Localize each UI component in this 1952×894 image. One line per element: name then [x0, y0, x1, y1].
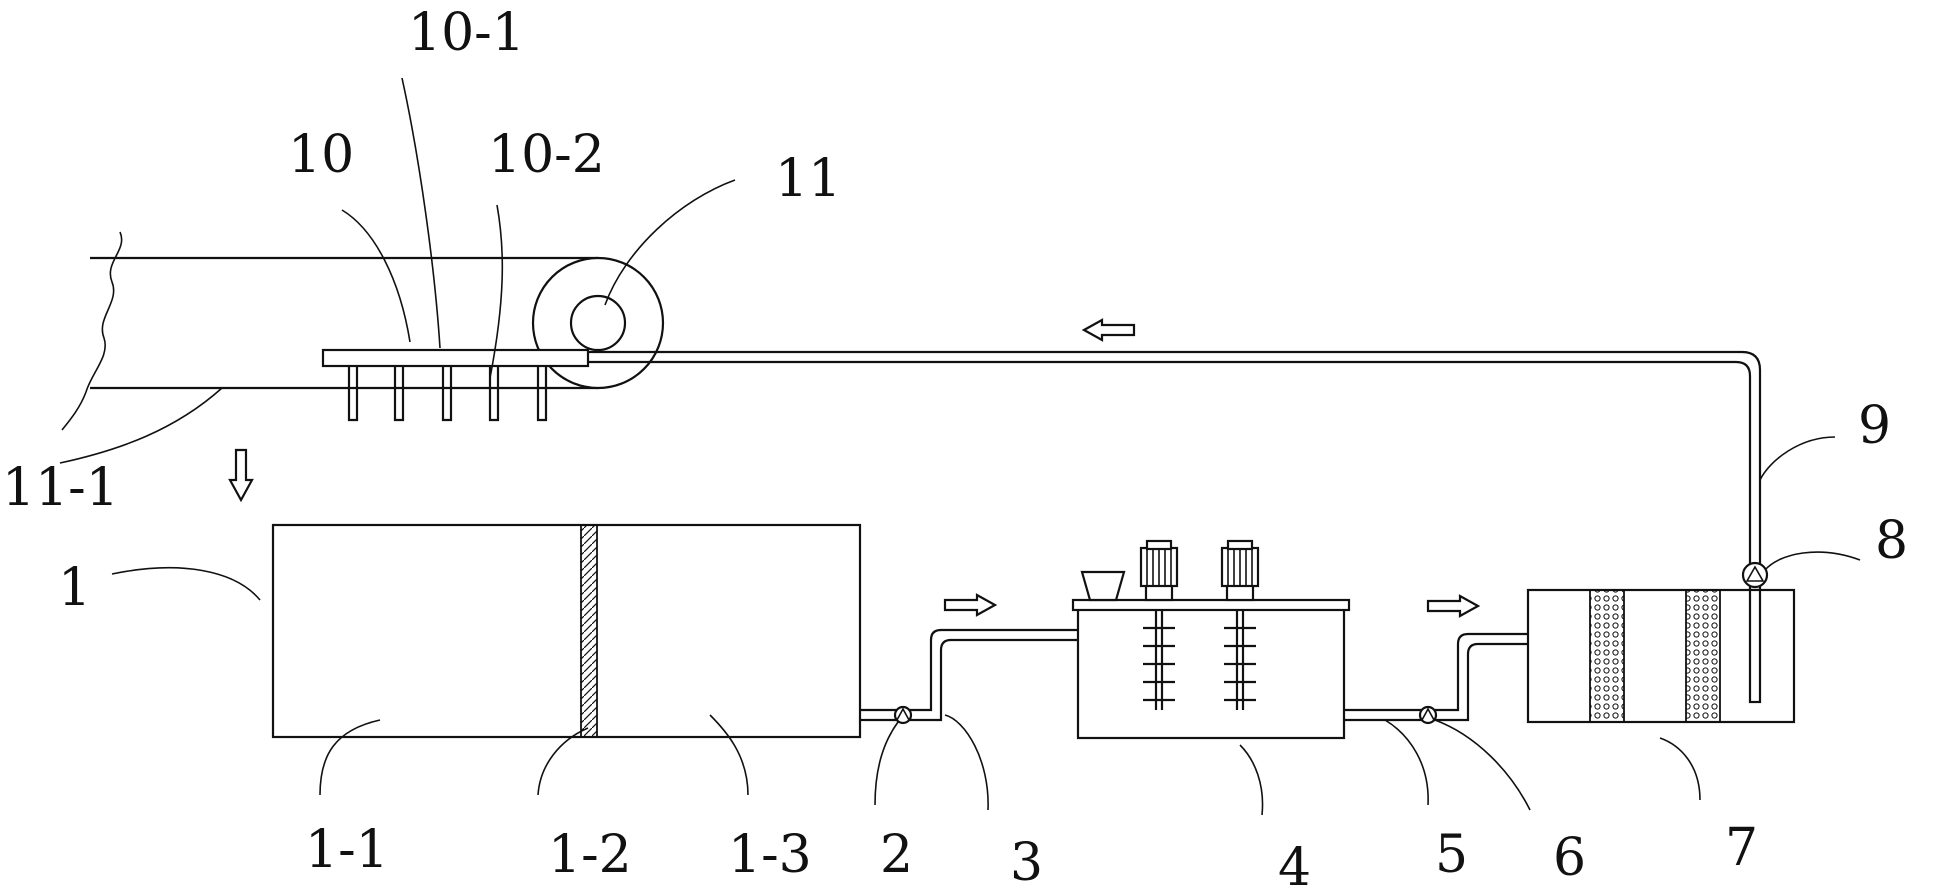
reaction-tank-body [1076, 606, 1346, 740]
label-2: 2 [880, 825, 913, 885]
leader-11-1 [59, 387, 223, 464]
leader-2 [874, 721, 899, 806]
flow-arrow-right-2 [1426, 594, 1481, 618]
return-pipe [588, 350, 1762, 702]
leader-7 [1659, 737, 1701, 801]
label-1-3: 1-3 [728, 825, 812, 885]
nozzle [536, 366, 548, 422]
tank-1-body [271, 523, 862, 739]
agitator-motor-1 [1139, 539, 1179, 602]
agitator-motor-2 [1220, 539, 1260, 602]
leader-1 [111, 566, 261, 601]
leader-1-2 [537, 727, 589, 796]
agitator-shaft-1 [1143, 610, 1175, 710]
filter-tank [1526, 588, 1796, 724]
label-11-1: 11-1 [2, 458, 119, 518]
spray-header [321, 348, 590, 422]
label-6: 6 [1553, 828, 1586, 888]
label-10-2: 10-2 [488, 125, 605, 185]
label-9: 9 [1858, 396, 1891, 456]
label-1-1: 1-1 [305, 820, 389, 880]
leader-5 [1384, 719, 1429, 806]
leader-4 [1239, 744, 1264, 816]
reaction-tank-lid [1071, 598, 1351, 612]
label-5: 5 [1435, 825, 1468, 885]
leader-3 [944, 714, 989, 811]
label-4: 4 [1278, 838, 1311, 894]
suction-pipe-end [1748, 588, 1762, 704]
break-line [61, 231, 123, 431]
spray-pipe [321, 348, 590, 368]
label-3: 3 [1010, 833, 1043, 893]
nozzle [441, 366, 453, 422]
valve-2 [893, 705, 913, 725]
pump-8 [1741, 561, 1769, 589]
leader-10-1 [401, 77, 441, 349]
filter-partition [580, 524, 598, 738]
conveyor-belt [61, 231, 598, 431]
nozzle [488, 366, 500, 422]
roller-inner [569, 294, 627, 352]
reaction-tank [1071, 539, 1351, 740]
label-11: 11 [775, 149, 841, 209]
flow-arrow-right-1 [943, 593, 998, 617]
label-8: 8 [1875, 511, 1908, 571]
flow-arrow-left [1081, 318, 1136, 342]
nozzle [393, 366, 405, 422]
label-10-1: 10-1 [408, 3, 525, 63]
leader-6 [1434, 719, 1531, 811]
leader-lines [59, 77, 1861, 816]
label-7: 7 [1725, 818, 1758, 878]
dosing-hopper [1080, 570, 1126, 602]
roller [531, 256, 665, 390]
leader-1-1 [319, 719, 381, 796]
filter-media-2 [1685, 589, 1721, 723]
leader-1-3 [709, 714, 749, 796]
leader-10-2 [489, 204, 504, 379]
leader-11 [604, 179, 736, 306]
labels: 1 1-1 1-2 1-3 2 3 4 5 6 7 8 9 10 10-1 10… [2, 3, 1908, 894]
leader-8 [1764, 551, 1861, 571]
label-10: 10 [288, 125, 354, 185]
nozzle [347, 366, 359, 422]
spray-nozzles [347, 366, 548, 422]
tank-1 [271, 523, 862, 739]
leader-9 [1759, 436, 1836, 481]
flow-arrow-down [228, 448, 254, 503]
leader-10 [341, 209, 411, 343]
label-1-2: 1-2 [548, 825, 632, 885]
agitator-shaft-2 [1224, 610, 1256, 710]
label-1: 1 [58, 558, 91, 618]
outlet-pipe-1 [860, 628, 1078, 722]
outlet-pipe-2 [1344, 632, 1528, 722]
filter-media-1 [1589, 589, 1625, 723]
valve-6 [1418, 705, 1438, 725]
